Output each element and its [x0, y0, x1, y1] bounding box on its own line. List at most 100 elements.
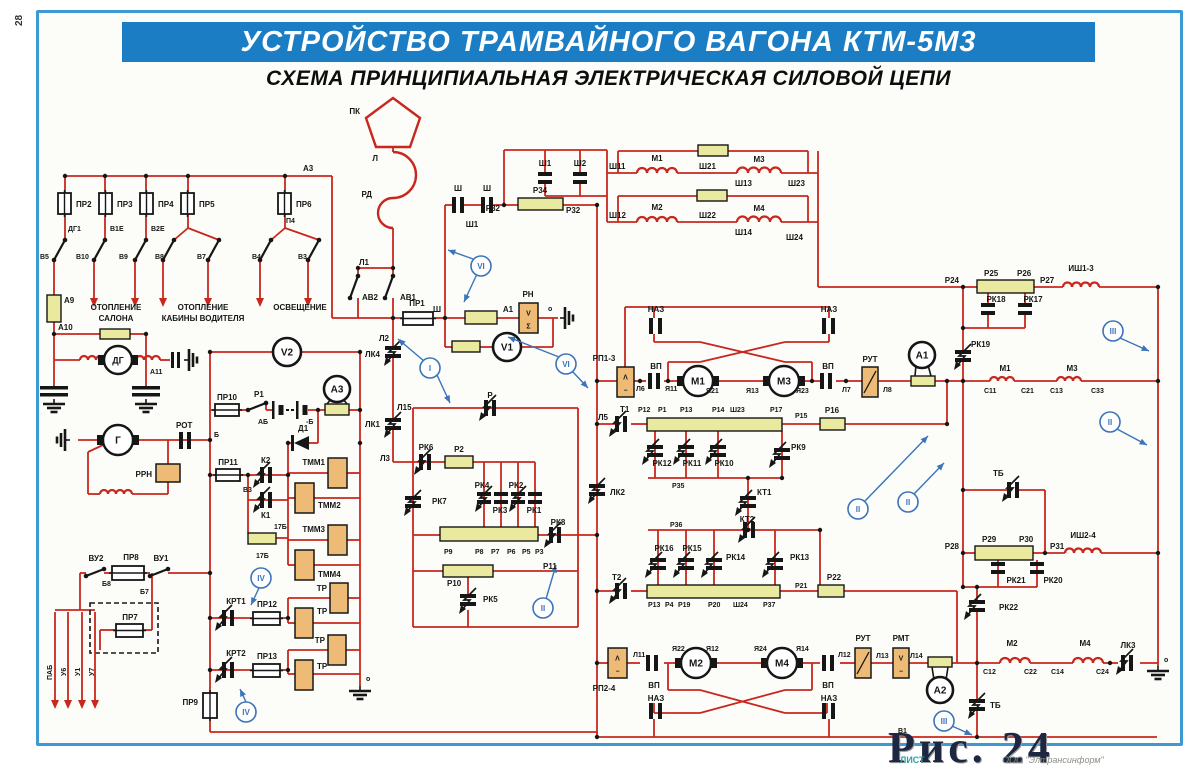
schematic-label: В1 — [898, 728, 907, 735]
wire — [173, 227, 189, 241]
schematic-label: ТММ1 — [302, 458, 325, 467]
contact-bar-icon — [740, 496, 756, 500]
contact-bar-icon — [650, 566, 666, 570]
schematic-label: С33 — [1091, 388, 1104, 395]
schematic-label: Р29 — [982, 535, 997, 544]
knife-switch-icon — [307, 239, 320, 261]
schematic-label: ТР — [317, 662, 328, 671]
junction-node — [960, 378, 966, 384]
schematic-label: Р27 — [1040, 276, 1055, 285]
contact-bar-icon — [615, 583, 619, 599]
resistor-box — [99, 328, 131, 340]
schematic-label: Р2 — [454, 445, 464, 454]
schematic-label: ЛК2 — [610, 488, 625, 497]
switch-dot — [143, 237, 149, 243]
schematic-label: Л3 — [380, 454, 391, 463]
reference-numeral: VI — [562, 360, 570, 369]
reference-numeral: IV — [257, 574, 265, 583]
schematic-label: Л8 — [883, 387, 892, 394]
switch-dot — [160, 257, 166, 263]
reference-circle — [933, 710, 955, 732]
schematic-label: ВУ1 — [154, 554, 169, 563]
motor-label: ДГ — [112, 356, 124, 366]
schematic-label: Ш1 — [539, 159, 552, 168]
switch-dot — [257, 257, 263, 263]
contact-bar-icon — [222, 662, 226, 678]
schematic-label: НАЗ — [821, 305, 838, 314]
contact-bar-icon — [658, 703, 662, 719]
contact-bar-icon — [1030, 570, 1044, 574]
contact-bar-icon — [460, 602, 476, 606]
ground-icon — [349, 686, 371, 701]
schematic-label: Р14 — [712, 407, 725, 414]
schematic-label: Ш11 — [609, 162, 626, 171]
schematic-label: М1 — [999, 364, 1011, 373]
resistor-box — [927, 656, 953, 668]
schematic-label: У1 — [75, 668, 82, 676]
contact-bar-icon — [650, 558, 666, 562]
schematic-label: С13 — [1050, 388, 1063, 395]
diode-icon — [291, 435, 294, 451]
junction-node — [285, 615, 291, 621]
meter-circle — [322, 374, 352, 404]
schematic-label: Р — [487, 391, 493, 400]
schematic-label: С11 — [984, 388, 997, 395]
schematic-label: Я12 — [706, 646, 719, 653]
schematic-label: Я13 — [746, 388, 759, 395]
junction-node — [594, 588, 600, 594]
reference-numeral: IV — [242, 708, 250, 717]
schematic-label: В4 — [252, 254, 261, 261]
schematic-label: ЛК4 — [365, 350, 380, 359]
contact-bar-icon — [830, 655, 834, 671]
reference-arrowhead — [1141, 345, 1149, 351]
radio-reactor-icon — [376, 150, 418, 230]
switch-dot — [316, 237, 322, 243]
contact-trip-arrow-icon — [609, 577, 627, 604]
reference-numeral: III — [1110, 327, 1117, 336]
junction-node — [594, 202, 600, 208]
switch-dot — [347, 295, 353, 301]
schematic-label: 17Б — [274, 524, 287, 531]
inductor-coil-icon — [98, 488, 134, 495]
motor-circle — [681, 364, 715, 398]
reference-circle — [532, 597, 554, 619]
schematic-label: Р35 — [672, 483, 685, 490]
inductor-coil-icon — [988, 375, 1016, 382]
junction-node — [285, 472, 291, 478]
schematic-label: А10 — [58, 323, 73, 332]
junction-node — [745, 527, 751, 533]
schematic-label: Л — [372, 154, 378, 163]
resistor-box — [324, 403, 350, 416]
ground-icon — [560, 307, 575, 329]
title-band: УСТРОЙСТВО ТРАМВАЙНОГО ВАГОНА КТМ-5М3 — [122, 22, 1095, 62]
switch-dot — [62, 237, 68, 243]
junction-node — [594, 421, 600, 427]
schematic-label: М2 — [651, 203, 663, 212]
relay-glyph — [863, 370, 877, 394]
motor-circle — [765, 646, 799, 680]
junction-node — [594, 532, 600, 538]
junction-node — [817, 527, 823, 533]
wire — [699, 689, 786, 714]
relay-glyph: − — [615, 669, 619, 676]
schematic-label: Р32 — [486, 204, 501, 213]
relay-box — [616, 366, 635, 398]
contact-bar-icon — [573, 180, 587, 184]
junction-node — [665, 378, 671, 384]
contact-bar-icon — [991, 570, 1005, 574]
relay-box — [327, 524, 348, 556]
schematic-label: Р1 — [254, 390, 264, 399]
relay-glyph: − — [899, 669, 903, 676]
schematic-label: РД — [361, 190, 372, 199]
contact-bar-icon — [179, 432, 183, 449]
schematic-label: РК10 — [714, 459, 734, 468]
schematic-label: о — [366, 676, 370, 683]
schematic-label: Р20 — [708, 602, 721, 609]
switch-dot — [245, 407, 251, 413]
schematic-label: Ш13 — [735, 179, 752, 188]
contact-trip-arrow-icon — [414, 448, 432, 475]
schematic-label: ПР5 — [199, 200, 215, 209]
reference-arrowhead — [398, 339, 406, 347]
schematic-label: Б — [214, 432, 219, 439]
